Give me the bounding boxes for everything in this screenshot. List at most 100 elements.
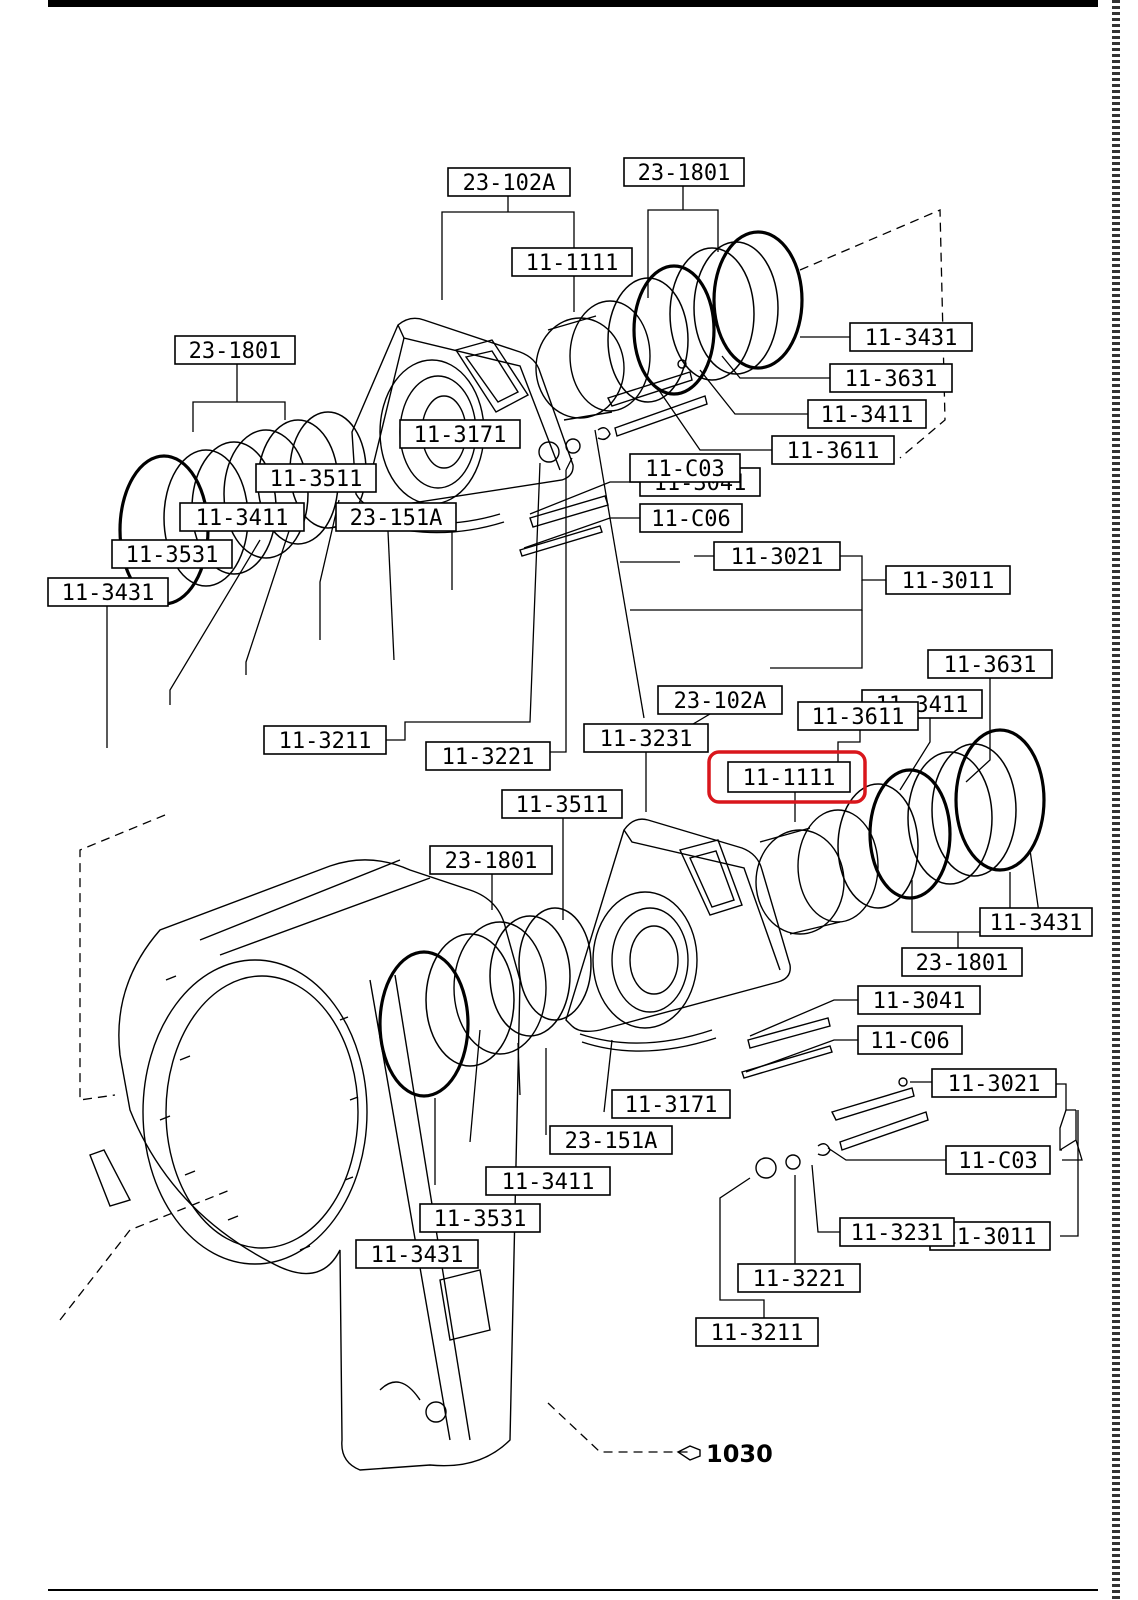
lower-left-seal-outer <box>378 950 470 1098</box>
label-11-3431-upper-right: 11-3431 <box>849 322 973 352</box>
svg-text:11-3411: 11-3411 <box>196 506 289 531</box>
arrow-icon <box>676 1445 701 1461</box>
lower-rotor-gear <box>592 891 698 1029</box>
reference-1030: 1030 <box>676 1440 773 1468</box>
label-11-3411-upper-left: 11-3411 <box>179 502 305 532</box>
upper-left-seal-b <box>223 429 309 559</box>
label-11-3041-lower: 11-3041 <box>857 985 981 1015</box>
upper-apex-seal <box>607 371 708 437</box>
leader-lines <box>106 186 1083 1318</box>
svg-text:23-151A: 23-151A <box>350 506 443 531</box>
svg-text:11-1111: 11-1111 <box>743 766 836 791</box>
lower-oil-seal-1 <box>837 783 919 909</box>
label-11-3531-upper: 11-3531 <box>111 539 233 569</box>
svg-text:11-C03: 11-C03 <box>645 457 724 482</box>
svg-text:23-102A: 23-102A <box>674 689 767 714</box>
label-11-c03-lower: 11-C03 <box>945 1145 1051 1175</box>
lower-apex-seal <box>831 1087 929 1151</box>
label-11-c06-upper: 11-C06 <box>639 503 743 533</box>
label-11-3431-upper-left: 11-3431 <box>47 577 169 607</box>
svg-text:23-102A: 23-102A <box>463 171 556 196</box>
svg-text:11-3531: 11-3531 <box>434 1207 527 1232</box>
upper-spring <box>538 441 560 463</box>
lower-oil-seal-4 <box>954 728 1046 872</box>
upper-rotor-face-recess <box>454 339 530 413</box>
svg-text:11-3631: 11-3631 <box>944 653 1037 678</box>
svg-text:11-3011: 11-3011 <box>902 569 995 594</box>
label-11-3511-lower: 11-3511 <box>501 789 623 819</box>
lower-small-pin <box>898 1077 908 1087</box>
label-11-3231-upper: 11-3231 <box>583 723 709 753</box>
label-23-151a-lower: 23-151A <box>549 1125 673 1155</box>
svg-text:23-1801: 23-1801 <box>445 849 538 874</box>
label-11-c03-upper: 11-C03 <box>629 453 741 483</box>
svg-text:11-3611: 11-3611 <box>787 439 880 464</box>
label-11-3411-upper-right: 11-3411 <box>807 399 927 429</box>
svg-text:11-3211: 11-3211 <box>279 729 372 754</box>
svg-text:11-3021: 11-3021 <box>948 1072 1041 1097</box>
label-23-1801-left: 23-1801 <box>174 335 296 365</box>
svg-text:11-3211: 11-3211 <box>711 1321 804 1346</box>
svg-text:11-3531: 11-3531 <box>126 543 219 568</box>
svg-text:23-1801: 23-1801 <box>638 161 731 186</box>
svg-text:11-C06: 11-C06 <box>870 1029 949 1054</box>
housing-bore <box>142 959 368 1265</box>
label-23-102a-upper: 23-102A <box>447 167 571 197</box>
upper-oil-seal-2 <box>632 264 716 396</box>
svg-text:11-3221: 11-3221 <box>442 745 535 770</box>
bottom-border-rule <box>48 1589 1098 1591</box>
lower-rotor <box>565 818 791 1033</box>
label-11-3431-lower-left: 11-3431 <box>355 1239 479 1269</box>
part-labels: 23-102A 23-1801 11-1111 11-3431 11-3631 … <box>47 157 1093 1347</box>
top-border-rule <box>48 0 1098 7</box>
label-11-3511-upper: 11-3511 <box>255 463 377 493</box>
label-11-3011-upper: 11-3011 <box>885 565 1011 595</box>
svg-text:11-3411: 11-3411 <box>821 403 914 428</box>
label-11-3531-lower: 11-3531 <box>419 1203 541 1233</box>
label-11-3411-lower-left: 11-3411 <box>485 1166 611 1196</box>
svg-text:11-3431: 11-3431 <box>865 326 958 351</box>
label-11-3211-upper: 11-3211 <box>263 725 387 755</box>
label-11-3631-upper: 11-3631 <box>829 363 953 393</box>
dashed-assembly-lines <box>59 209 946 1453</box>
label-11-3231-lower: 11-3231 <box>839 1217 955 1247</box>
label-11-3631-lower: 11-3631 <box>927 649 1053 679</box>
svg-text:11-3431: 11-3431 <box>62 581 155 606</box>
svg-text:11-3431: 11-3431 <box>371 1243 464 1268</box>
svg-text:11-3041: 11-3041 <box>873 989 966 1014</box>
svg-text:23-1801: 23-1801 <box>189 339 282 364</box>
label-11-3211-lower: 11-3211 <box>695 1317 819 1347</box>
upper-oil-seal-4 <box>712 230 804 370</box>
label-11-c06-lower: 11-C06 <box>857 1025 963 1055</box>
lower-side-seal <box>579 1029 717 1052</box>
rotor-housing <box>89 859 521 1471</box>
svg-text:23-151A: 23-151A <box>565 1129 658 1154</box>
label-11-3021-upper: 11-3021 <box>713 541 841 571</box>
svg-text:11-3631: 11-3631 <box>845 367 938 392</box>
svg-text:11-3021: 11-3021 <box>731 545 824 570</box>
svg-text:11-3511: 11-3511 <box>270 467 363 492</box>
svg-text:11-3221: 11-3221 <box>753 1267 846 1292</box>
svg-text:11-3231: 11-3231 <box>851 1221 944 1246</box>
label-11-3431-lower-right: 11-3431 <box>979 907 1093 937</box>
housing-outline <box>118 859 521 1471</box>
svg-text:23-1801: 23-1801 <box>916 951 1009 976</box>
lower-left-seal-a <box>518 907 592 1021</box>
svg-text:11-1111: 11-1111 <box>526 251 619 276</box>
label-11-3611-lower: 11-3611 <box>797 701 919 731</box>
svg-text:11-3171: 11-3171 <box>625 1093 718 1118</box>
lower-spring <box>755 1157 777 1179</box>
highlight-box <box>707 750 867 804</box>
upper-c06-strip <box>519 525 603 557</box>
svg-text:1030: 1030 <box>706 1440 773 1468</box>
upper-oil-seal-3 <box>669 247 755 381</box>
label-23-1801-lower-left: 23-1801 <box>429 845 553 875</box>
svg-text:11-3411: 11-3411 <box>502 1170 595 1195</box>
right-edge-binding <box>1112 0 1120 1600</box>
label-23-102a-lower: 23-102A <box>657 685 783 715</box>
svg-text:11-C06: 11-C06 <box>651 507 730 532</box>
lower-oil-seal-2 <box>868 768 952 900</box>
svg-text:11-3171: 11-3171 <box>414 423 507 448</box>
label-23-1801-lower-right: 23-1801 <box>901 947 1023 977</box>
